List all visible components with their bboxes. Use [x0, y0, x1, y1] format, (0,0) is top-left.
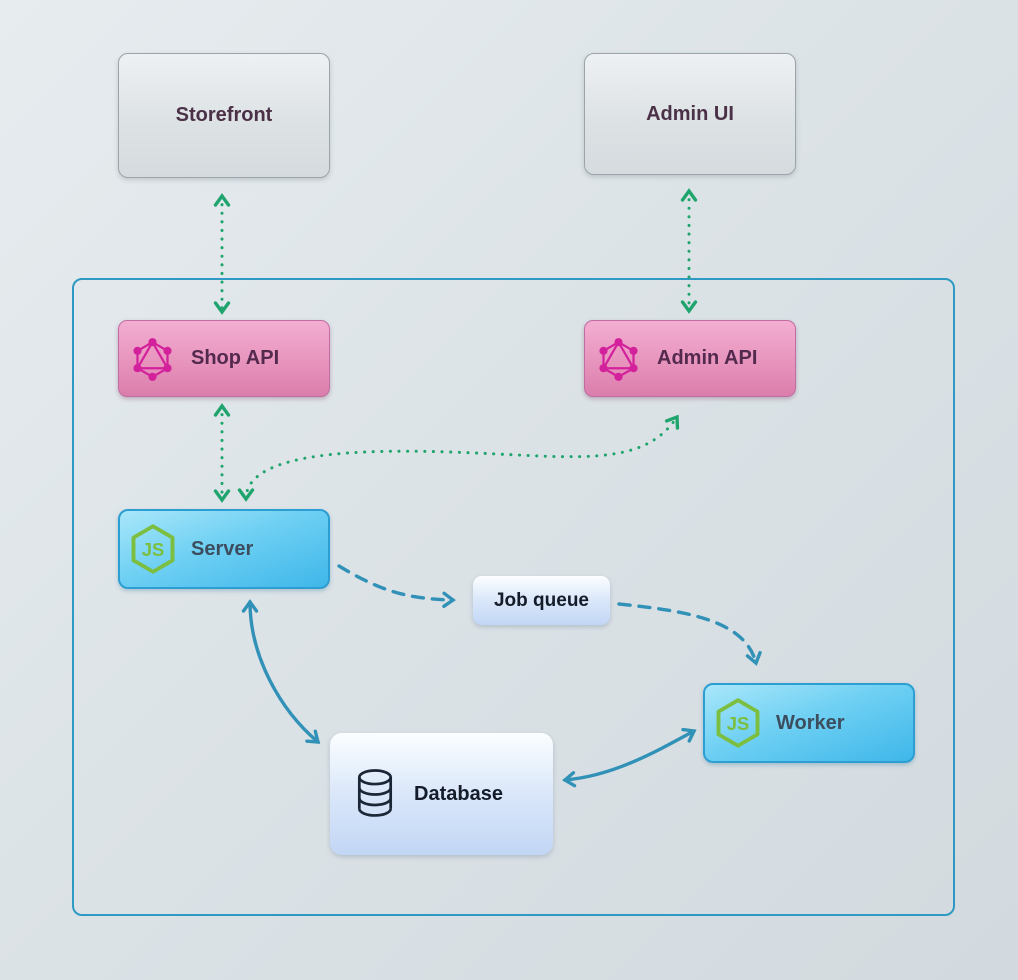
admin-api-label: Admin API [657, 347, 758, 369]
server-label: Server [191, 537, 254, 560]
node-database: Database [330, 733, 553, 855]
node-job-queue: Job queue [473, 576, 610, 625]
database-label: Database [414, 782, 503, 805]
svg-text:JS: JS [142, 539, 165, 560]
node-worker: JS Worker [703, 683, 915, 763]
worker-label: Worker [776, 711, 845, 734]
node-server: JS Server [118, 509, 330, 589]
node-shop-api: Shop API [118, 320, 330, 397]
node-admin-api: Admin API [584, 320, 796, 397]
graphql-icon [128, 334, 177, 383]
node-admin-ui: Admin UI [584, 53, 796, 175]
storefront-label: Storefront [175, 104, 273, 126]
job-queue-label: Job queue [493, 589, 589, 611]
database-icon [352, 767, 398, 821]
node-storefront: Storefront [118, 53, 330, 178]
shop-api-label: Shop API [191, 347, 280, 369]
nodejs-icon: JS [714, 697, 762, 749]
admin-ui-label: Admin UI [646, 102, 734, 125]
backend-container-box [72, 278, 955, 916]
nodejs-icon: JS [129, 523, 177, 575]
graphql-icon [594, 334, 643, 383]
svg-text:JS: JS [727, 713, 750, 734]
